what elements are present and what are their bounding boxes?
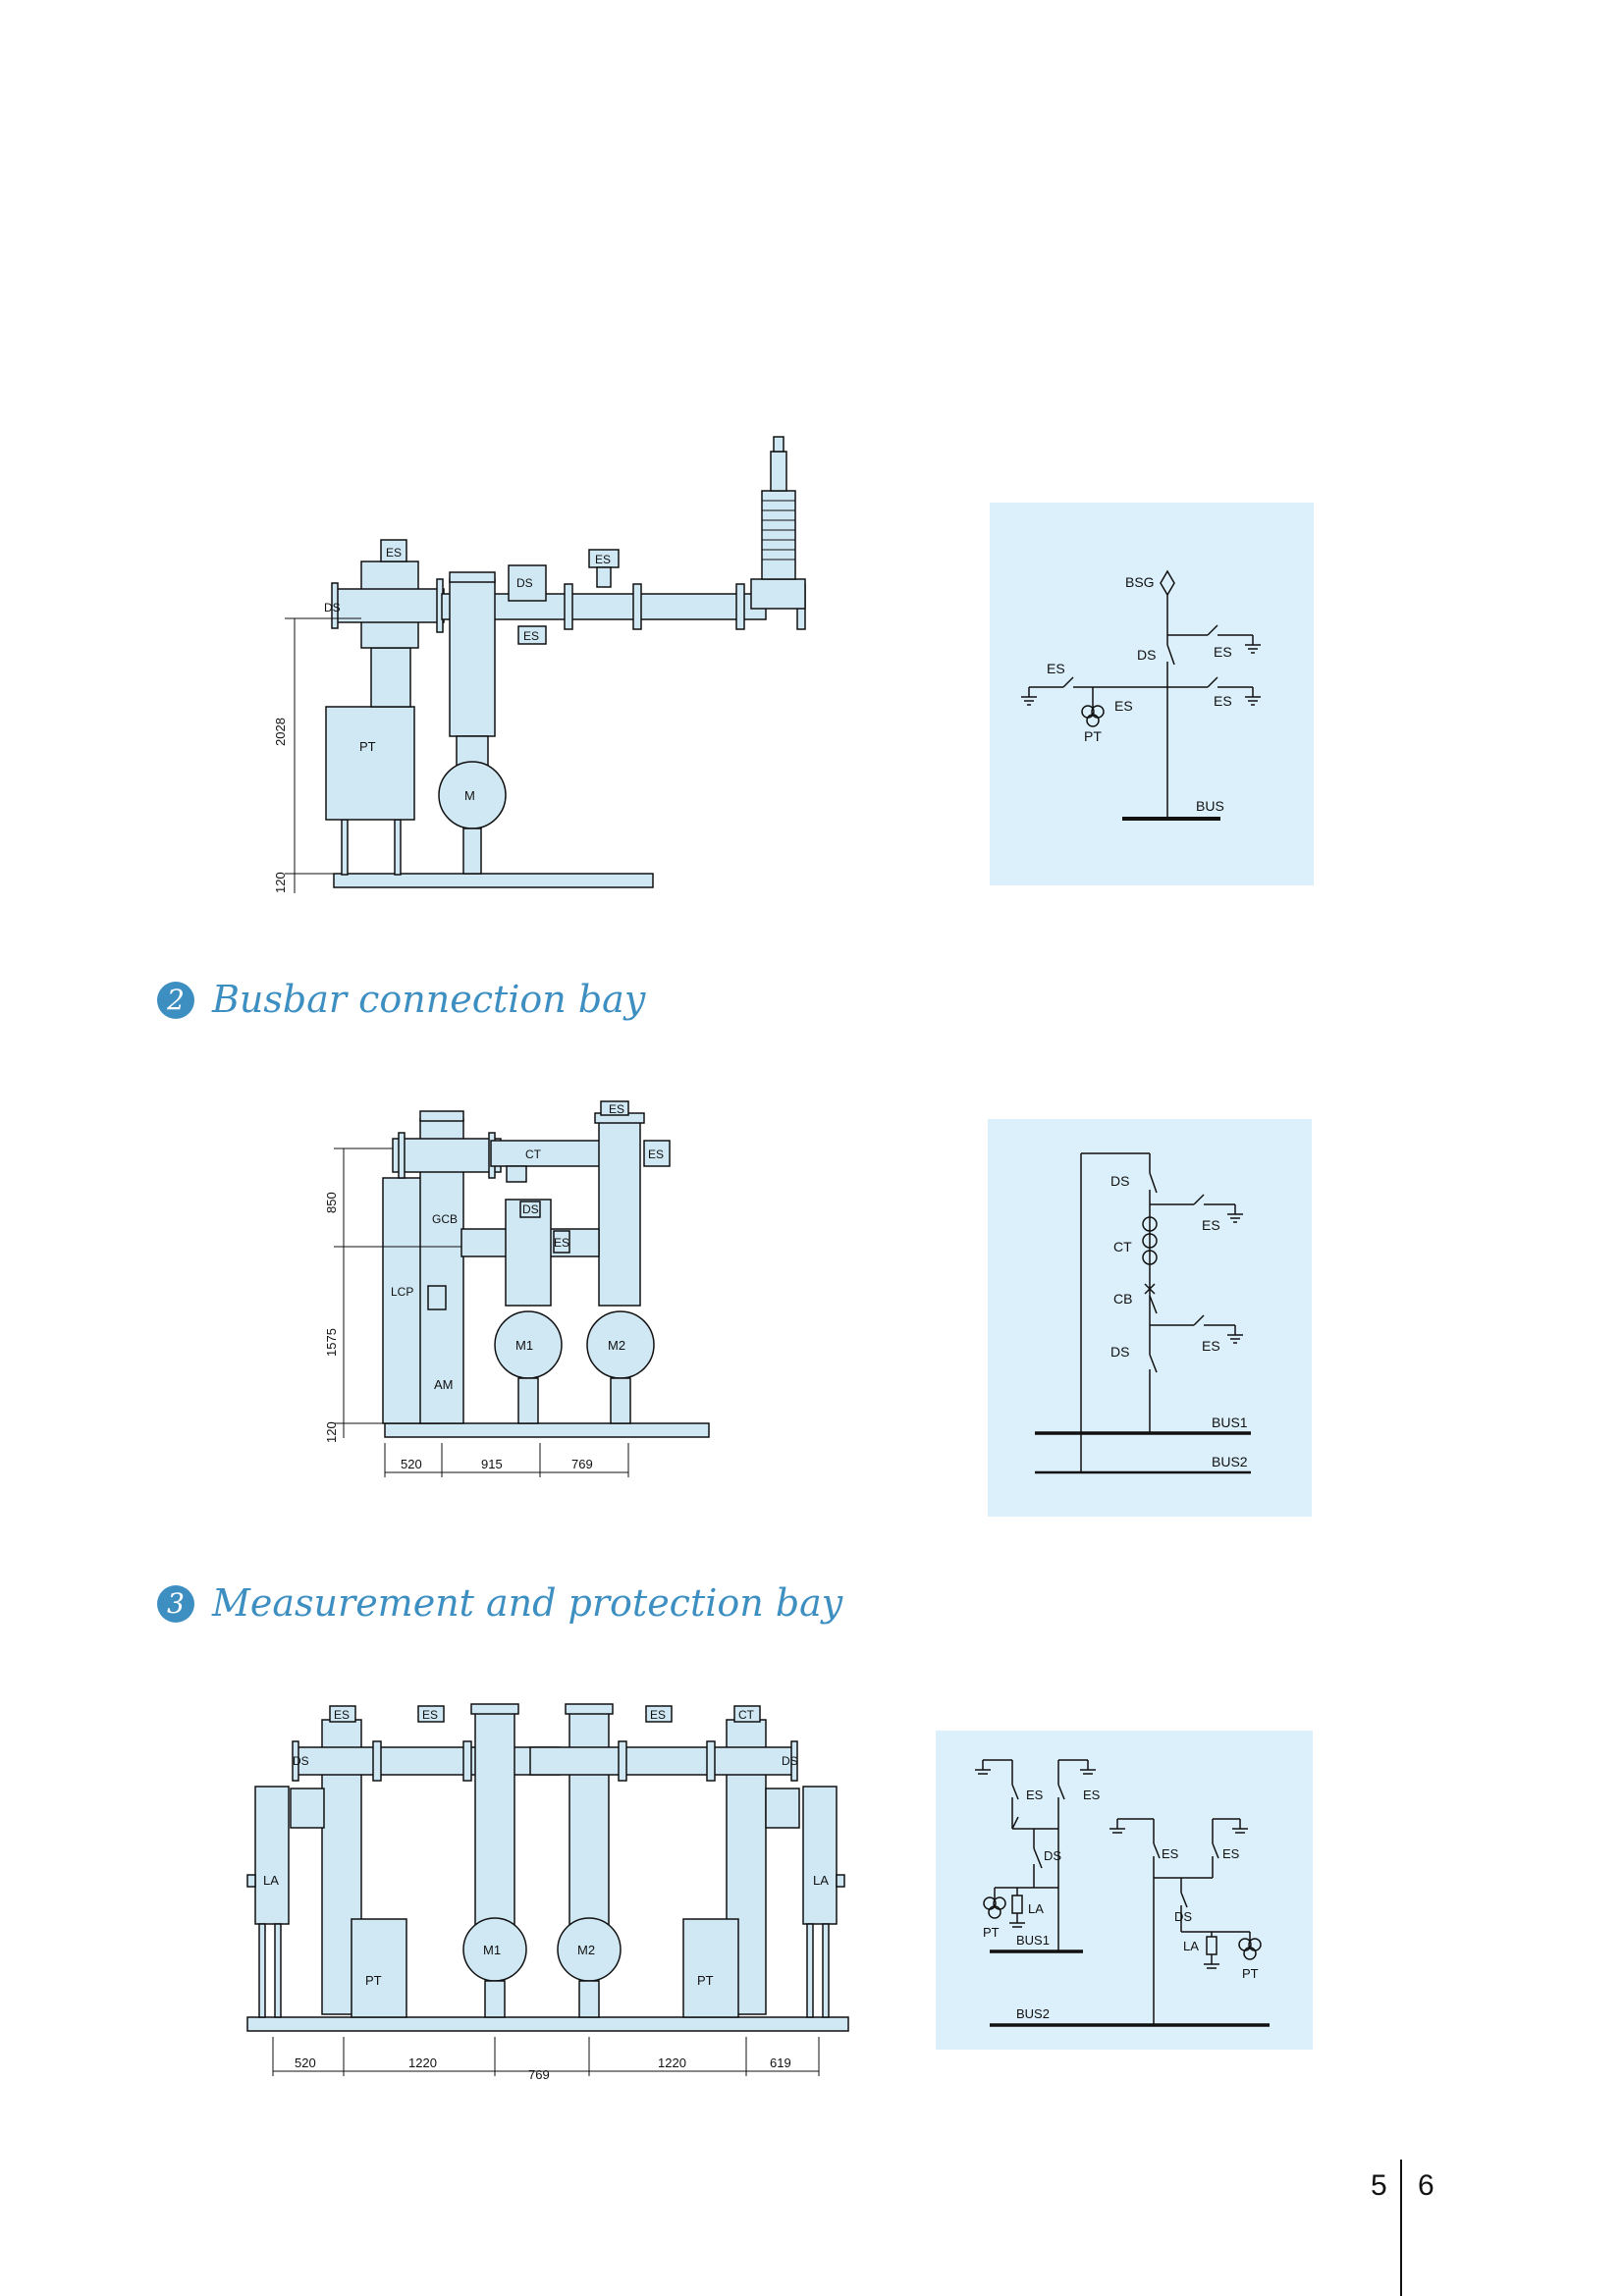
page-divider — [1400, 2160, 1402, 2296]
bay2-es-mid-label: ES — [554, 1236, 569, 1250]
bay2-sch-cb: CB — [1113, 1291, 1132, 1307]
bay1-schematic: BSG DS ES ES ES ES PT BUS — [1021, 569, 1261, 821]
bay2-layout-drawing: ES ES CT GCB DS ES LCP AM M1 M2 850 1575… — [324, 1100, 710, 1477]
bay2-es-right-label: ES — [648, 1148, 664, 1161]
bay1-ds-left-label: DS — [324, 601, 341, 614]
bay2-es-top-label: ES — [609, 1102, 624, 1116]
bay1-pt-label: PT — [359, 739, 376, 754]
bay1-sch-es-left: ES — [1047, 661, 1065, 676]
bay2-ct-label: CT — [525, 1148, 542, 1161]
bay2-sch-es2: ES — [1202, 1338, 1220, 1354]
bay3-pt-left-label: PT — [365, 1973, 382, 1988]
bay1-sch-pt: PT — [1084, 728, 1102, 744]
bay3-sch-bus2: BUS2 — [1016, 2006, 1050, 2021]
bay3-layout-drawing: ES ES ES CT DS DS LA LA PT PT M1 M2 520 … — [246, 1703, 849, 2082]
bay2-sch-es1: ES — [1202, 1217, 1220, 1233]
bay2-dim-915: 915 — [481, 1457, 503, 1471]
bay3-es2-label: ES — [422, 1708, 438, 1722]
bay3-es1-label: ES — [334, 1708, 350, 1722]
bay3-la-right-label: LA — [813, 1873, 829, 1888]
bay1-sch-es-mid: ES — [1114, 698, 1133, 714]
bay2-dim-850: 850 — [324, 1192, 339, 1213]
bay3-ds-right-label: DS — [782, 1754, 798, 1768]
bay3-sch-es4: ES — [1222, 1846, 1240, 1861]
bay3-ct-label: CT — [738, 1708, 755, 1722]
bay2-sch-bus1: BUS1 — [1212, 1415, 1248, 1430]
bay2-schematic: DS ES CT CB DS ES BUS1 BUS2 — [1035, 1152, 1251, 1474]
bay2-m2-label: M2 — [608, 1338, 625, 1353]
bay3-dim-1220b: 1220 — [658, 2056, 686, 2070]
bay3-sch-es2: ES — [1083, 1788, 1101, 1802]
bay3-schematic: ES ES DS PT LA BUS1 ES ES DS LA PT BUS2 — [975, 1759, 1270, 2027]
bay3-es3-label: ES — [650, 1708, 666, 1722]
bay3-dim-619: 619 — [770, 2056, 791, 2070]
bay1-sch-bus: BUS — [1196, 798, 1224, 814]
bay3-sch-pt2: PT — [1242, 1966, 1259, 1981]
bay2-sch-bus2: BUS2 — [1212, 1454, 1248, 1469]
bay2-ds-label: DS — [522, 1202, 539, 1216]
bay2-dim-520: 520 — [401, 1457, 422, 1471]
bay2-dim-769: 769 — [571, 1457, 593, 1471]
bay3-sch-bus1: BUS1 — [1016, 1933, 1050, 1948]
bay2-m1-label: M1 — [515, 1338, 533, 1353]
bay3-m2-label: M2 — [577, 1943, 595, 1957]
bay3-sch-es1: ES — [1026, 1788, 1044, 1802]
bay1-sch-ds: DS — [1137, 647, 1156, 663]
bay2-sch-ds1: DS — [1110, 1173, 1129, 1189]
bay3-number-badge: 3 — [157, 1585, 194, 1623]
bay3-sch-es3: ES — [1162, 1846, 1179, 1861]
bay2-sch-ct: CT — [1113, 1239, 1132, 1255]
bay2-dim-1575: 1575 — [324, 1328, 339, 1357]
bay1-layout-drawing: ES DS DS ES ES PT M 2028 120 — [273, 436, 806, 893]
bay3-m1-label: M1 — [483, 1943, 501, 1957]
bay2-gcb-label: GCB — [432, 1212, 458, 1226]
bay2-sch-ds2: DS — [1110, 1344, 1129, 1360]
bay2-title: Busbar connection bay — [212, 978, 646, 1021]
bay3-schematic-panel — [936, 1731, 1313, 2050]
bay3-ds-left-label: DS — [293, 1754, 309, 1768]
bay1-sch-es-top: ES — [1214, 644, 1232, 660]
bay1-ds-mid-label: DS — [516, 576, 533, 590]
bay1-dim-120: 120 — [273, 872, 288, 893]
bay1-schematic-panel — [990, 503, 1314, 885]
bay1-sch-bsg: BSG — [1125, 574, 1155, 590]
bay3-title: Measurement and protection bay — [212, 1581, 843, 1625]
bay3-sch-ds2: DS — [1174, 1909, 1192, 1924]
bay3-dim-1220a: 1220 — [408, 2056, 437, 2070]
bay3-sch-pt1: PT — [983, 1925, 1000, 1940]
bay3-sch-ds1: DS — [1044, 1848, 1061, 1863]
page-number-right: 6 — [1418, 2169, 1434, 2202]
bay3-la-left-label: LA — [263, 1873, 279, 1888]
bay3-sch-la2: LA — [1183, 1939, 1199, 1953]
bay1-dim-2028: 2028 — [273, 718, 288, 746]
bay3-dim-769: 769 — [528, 2067, 550, 2082]
bay1-sch-es-right: ES — [1214, 693, 1232, 709]
bay3-sch-la1: LA — [1028, 1901, 1044, 1916]
bay3-pt-right-label: PT — [697, 1973, 714, 1988]
page-number-left: 5 — [1371, 2169, 1387, 2202]
bay2-number-badge: 2 — [157, 982, 194, 1019]
bay2-am-label: AM — [434, 1377, 454, 1392]
bay2-dim-120: 120 — [324, 1421, 339, 1443]
bay1-es-under-label: ES — [523, 629, 539, 643]
bay1-es-right-label: ES — [595, 553, 611, 566]
bay1-es-top-label: ES — [386, 546, 402, 560]
bay1-m-label: M — [464, 788, 475, 803]
bay2-lcp-label: LCP — [391, 1285, 413, 1299]
bay3-dim-520: 520 — [295, 2056, 316, 2070]
